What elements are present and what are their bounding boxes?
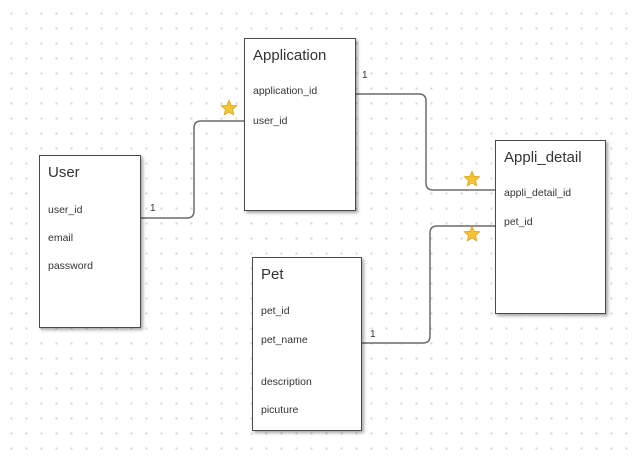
entity-field: user_id — [48, 204, 83, 216]
cardinality-many-star-icon — [463, 225, 481, 242]
entity-application[interactable]: Application application_id user_id — [244, 38, 356, 211]
entity-title: Application — [253, 47, 327, 64]
entity-title: Appli_detail — [504, 149, 582, 166]
entity-field: pet_id — [261, 305, 290, 317]
entity-field: pet_name — [261, 334, 308, 346]
entity-field: picuture — [261, 404, 299, 416]
entity-field: description — [261, 376, 312, 388]
cardinality-many-star-icon — [220, 99, 238, 116]
entity-title: User — [48, 164, 80, 181]
cardinality-one-label: 1 — [150, 203, 156, 214]
entity-appli-detail[interactable]: Appli_detail appli_detail_id pet_id — [495, 140, 606, 314]
entity-field: pet_id — [504, 216, 533, 228]
entity-field: user_id — [253, 115, 288, 127]
cardinality-one-label: 1 — [370, 329, 376, 340]
entity-user[interactable]: User user_id email password — [39, 155, 141, 328]
cardinality-many-star-icon — [463, 170, 481, 187]
entity-field: application_id — [253, 85, 318, 97]
entity-pet[interactable]: Pet pet_id pet_name description picuture — [252, 257, 362, 431]
entity-title: Pet — [261, 266, 284, 283]
connector-application-appli-detail[interactable] — [355, 93, 495, 191]
entity-field: password — [48, 260, 93, 272]
entity-field: appli_detail_id — [504, 187, 572, 199]
connector-pet-appli-detail[interactable] — [361, 225, 495, 344]
entity-field: email — [48, 232, 74, 244]
cardinality-one-label: 1 — [362, 70, 368, 81]
connector-user-application[interactable] — [141, 120, 245, 219]
